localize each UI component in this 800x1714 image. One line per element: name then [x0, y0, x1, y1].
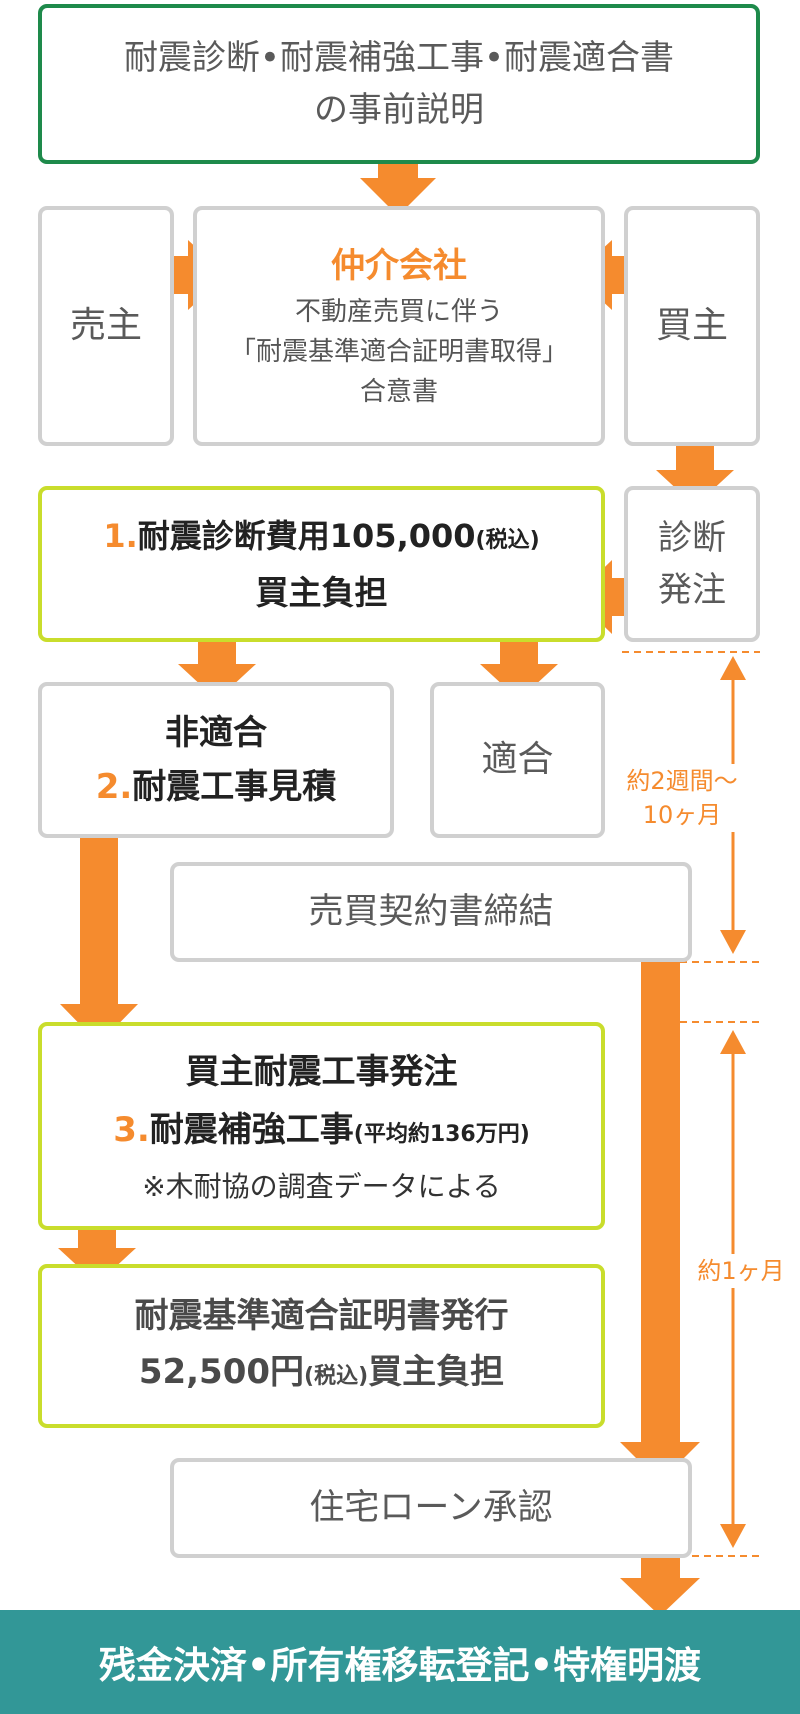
arrow-step1-to-nonconform [178, 632, 256, 700]
diagnosis-order-line1: 診断 [658, 518, 726, 558]
step1-title: 耐震診断費用105,000 [137, 516, 476, 555]
nonconform-box: 非適合 2.耐震工事見積 [38, 682, 394, 838]
arrow-top-to-broker [360, 150, 436, 216]
step1-title-line: 1.耐震診断費用105,000(税込) [103, 510, 539, 567]
duration1-text: 約2週間〜 10ヶ月 [612, 764, 752, 832]
step3-number: 3. [113, 1109, 150, 1150]
arrow-nonconform-to-step3 [60, 828, 138, 1044]
buyer-box: 買主 [624, 206, 760, 446]
step2-line: 2.耐震工事見積 [96, 760, 337, 814]
seller-label: 売主 [69, 305, 142, 346]
broker-line1: 不動産売買に伴う [294, 297, 503, 327]
duration-arrow-2 [720, 1030, 746, 1548]
broker-line3: 合意書 [359, 377, 438, 407]
diagnosis-order-line2: 発注 [658, 570, 726, 610]
step3-title-line: 3.耐震補強工事(平均約136万円) [113, 1101, 530, 1164]
step1-tax: (税込) [475, 527, 540, 553]
conform-box: 適合 [430, 682, 605, 838]
settlement-footer: 残金決済•所有権移転登記•特権明渡 [0, 1610, 800, 1714]
certificate-burden: 買主負担 [368, 1351, 505, 1392]
nonconform-label: 非適合 [165, 713, 267, 753]
broker-box: 仲介会社 不動産売買に伴う 「耐震基準適合証明書取得」 合意書 [193, 206, 605, 446]
pre-explanation-line1: 耐震診断•耐震補強工事•耐震適合書 [123, 38, 675, 78]
duration1-line2: 10ヶ月 [642, 801, 722, 829]
certificate-title: 耐震基準適合証明書発行 [134, 1295, 509, 1336]
step1-burden: 買主負担 [255, 572, 388, 612]
certificate-price: 52,500円 [138, 1351, 305, 1392]
contract-label: 売買契約書締結 [308, 892, 554, 932]
step3-construction-box: 買主耐震工事発注 3.耐震補強工事(平均約136万円) ※木耐協の調査データによ… [38, 1022, 605, 1230]
step2-title: 耐震工事見積 [132, 767, 337, 807]
settlement-label: 残金決済•所有権移転登記•特権明渡 [98, 1644, 702, 1687]
conform-label: 適合 [481, 739, 554, 780]
seller-box: 売主 [38, 206, 174, 446]
arrow-contract-to-loan [620, 952, 700, 1482]
step3-source: ※木耐協の調査データによる [142, 1169, 501, 1203]
arrow-buyer-to-diagnosis [656, 436, 734, 506]
diagnosis-order-box: 診断 発注 [624, 486, 760, 642]
duration1-line1: 約2週間〜 [626, 767, 738, 795]
broker-title: 仲介会社 [331, 246, 467, 286]
loan-approval-box: 住宅ローン承認 [170, 1458, 692, 1558]
duration2-label: 約1ヶ月 [697, 1257, 785, 1285]
arrow-loan-to-footer [620, 1548, 700, 1616]
certificate-price-line: 52,500円(税込)買主負担 [139, 1344, 504, 1405]
broker-line2: 「耐震基準適合証明書取得」 [229, 337, 568, 367]
duration2-text: 約1ヶ月 [686, 1254, 796, 1288]
arrow-step1-to-conform [480, 632, 558, 700]
step3-title: 耐震補強工事 [149, 1109, 354, 1150]
step1-diagnosis-box: 1.耐震診断費用105,000(税込) 買主負担 [38, 486, 605, 642]
step1-number: 1. [103, 516, 138, 555]
certificate-box: 耐震基準適合証明書発行 52,500円(税込)買主負担 [38, 1264, 605, 1428]
arrow-step3-to-certificate [58, 1226, 136, 1284]
step2-number: 2. [95, 767, 133, 807]
step3-note: (平均約136万円) [353, 1121, 530, 1147]
pre-explanation-line2: の事前説明 [314, 90, 484, 130]
buyer-label: 買主 [655, 305, 728, 346]
loan-approval-label: 住宅ローン承認 [309, 1488, 553, 1528]
contract-box: 売買契約書締結 [170, 862, 692, 962]
step3-order: 買主耐震工事発注 [185, 1051, 458, 1092]
pre-explanation-box: 耐震診断•耐震補強工事•耐震適合書 の事前説明 [38, 4, 760, 164]
certificate-tax: (税込) [304, 1363, 369, 1389]
